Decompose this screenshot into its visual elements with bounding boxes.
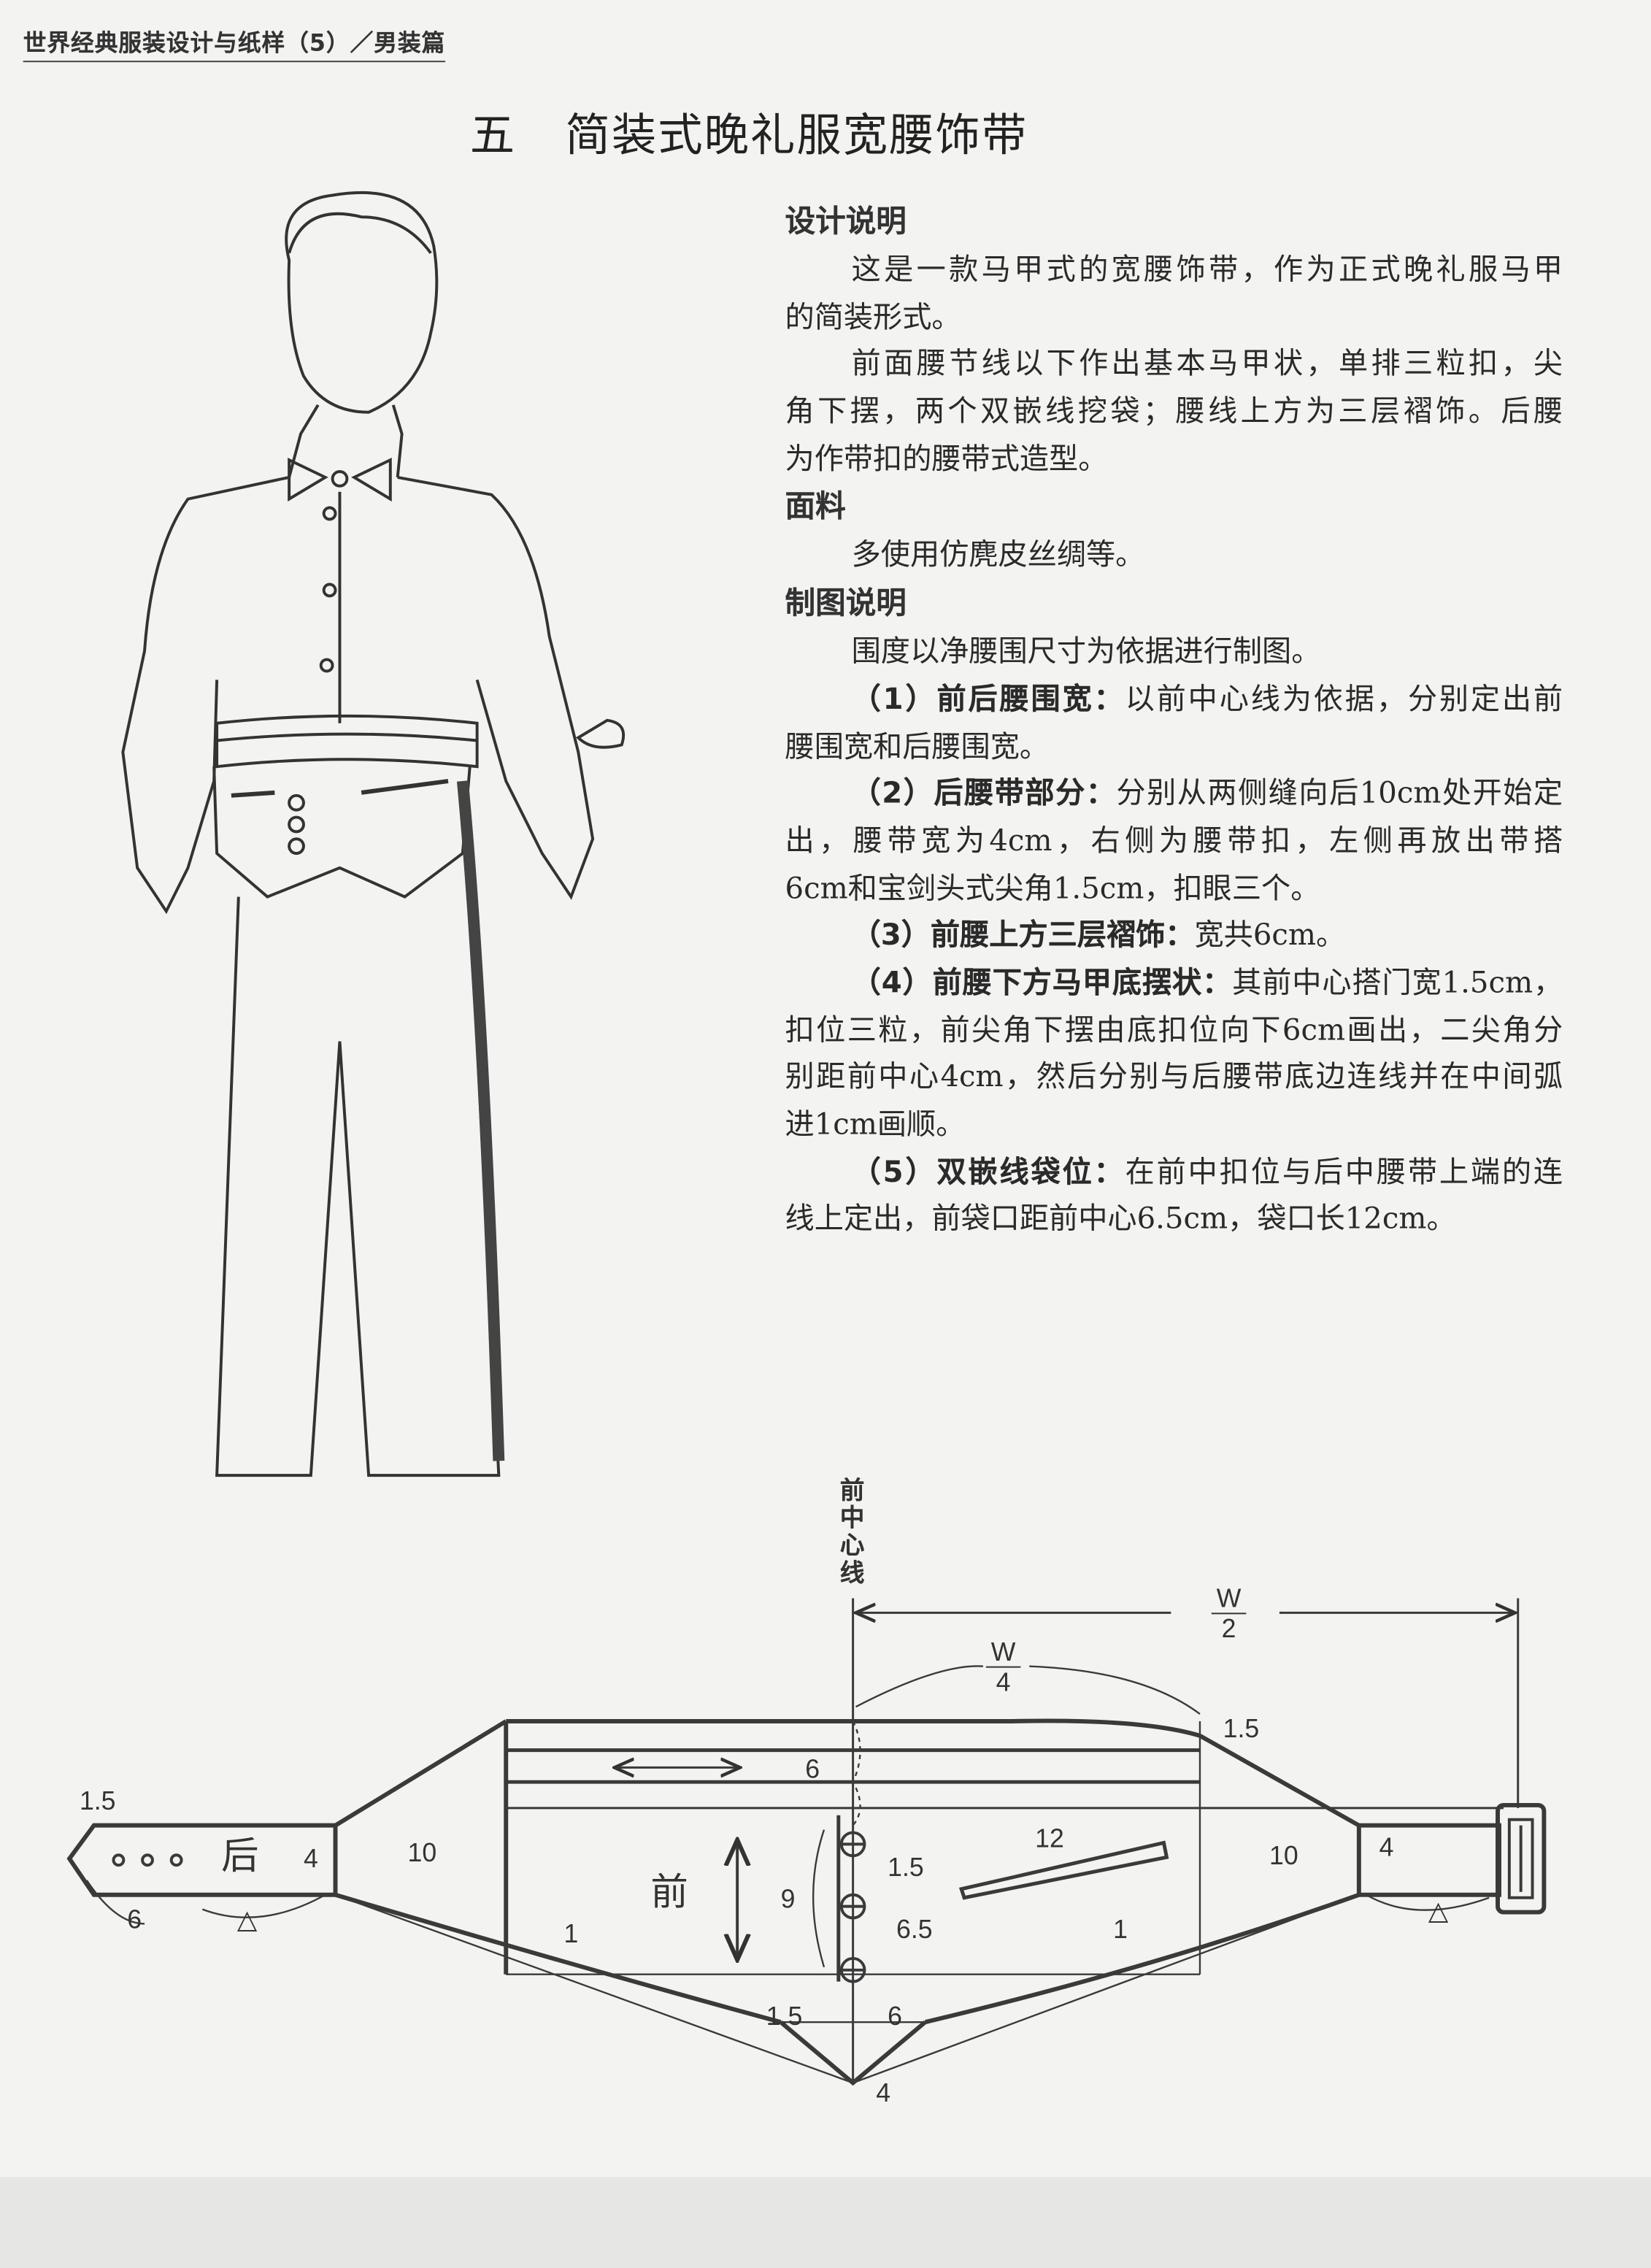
text-line: 前面腰节线以下作出基本马甲状，单排三粒扣，尖 — [851, 346, 1563, 381]
text-line: 的简装形式。 — [785, 299, 961, 334]
front-label: 前 — [650, 1872, 688, 1915]
text-line: （5）双嵌线袋位：在前中扣位与后中腰带上端的连 — [851, 1153, 1563, 1189]
delta-label: △ — [236, 1904, 258, 1934]
text-line: 为作带扣的腰带式造型。 — [785, 440, 1108, 476]
back-label: 后 — [221, 1835, 259, 1879]
dim-label: 10 — [1269, 1841, 1298, 1871]
vest-bottom — [212, 766, 472, 899]
dim-label: 6 — [888, 2002, 902, 2031]
running-header: 世界经典服装设计与纸样（5）／男装篇 — [23, 23, 446, 63]
trousers — [215, 896, 501, 1477]
heading-fabric: 面料 — [785, 489, 846, 525]
dim-label: 1.5 — [79, 1786, 116, 1815]
trouser-stripe — [456, 780, 505, 1461]
buckle-icon — [1496, 1802, 1547, 1915]
text-line: 腰围宽和后腰围宽。 — [785, 728, 1050, 764]
menswear-illustration — [121, 191, 626, 1477]
dim-label: 1.5 — [888, 1853, 924, 1882]
heading-design: 设计说明 — [785, 204, 907, 239]
button-marks — [839, 1831, 866, 1983]
text-line: 这是一款马甲式的宽腰饰带，作为正式晚礼服马甲 — [851, 251, 1563, 287]
dim-label: 9 — [780, 1884, 796, 1914]
dim-label: 4 — [1379, 1832, 1394, 1862]
text-line: 扣位三粒，前尖角下摆由底扣位向下6cm画出，二尖角分 — [785, 1012, 1563, 1047]
bow-tie-icon — [288, 457, 392, 502]
dim-label: 6 — [805, 1754, 820, 1784]
right-sleeve — [397, 475, 595, 900]
page-title: 五简装式晚礼服宽腰饰带 — [470, 99, 1028, 164]
head-outline — [285, 191, 439, 414]
left-sleeve — [121, 475, 290, 915]
dim-label: 10 — [407, 1838, 437, 1868]
band-top — [506, 1718, 1201, 1738]
text-line: 多使用仿麂皮丝绸等。 — [851, 537, 1145, 572]
scan-edge-band — [0, 2177, 1651, 2268]
dim-label: 4 — [876, 2078, 891, 2108]
text-line: 线上定出，前袋口距前中心6.5cm，袋口长12cm。 — [785, 1201, 1456, 1236]
dim-label: 1 — [563, 1919, 579, 1949]
dim-label: 1.5 — [766, 2002, 803, 2031]
dim-label: 12 — [1035, 1823, 1064, 1853]
delta-label: △ — [1428, 1896, 1449, 1926]
bow-knot — [331, 469, 349, 488]
text-line: （3）前腰上方三层褶饰：宽共6cm。 — [851, 917, 1346, 953]
text-column: 设计说明 这是一款马甲式的宽腰饰带，作为正式晚礼服马甲 的简装形式。 前面腰节线… — [785, 196, 1563, 1242]
dim-label: 6 — [127, 1904, 142, 1934]
back-belt-left — [66, 1823, 338, 1897]
text-line: 进1cm画顺。 — [785, 1106, 966, 1142]
text-line: （1）前后腰围宽：以前中心线为依据，分别定出前 — [851, 680, 1563, 716]
section-number: 五 — [469, 109, 517, 162]
dim-label: 1.5 — [1223, 1714, 1260, 1743]
front-center-label: 前中心线 — [839, 1477, 865, 1588]
text-line: 围度以净腰围尺寸为依据进行制图。 — [851, 634, 1321, 669]
welt-pocket — [958, 1840, 1169, 1900]
hand — [576, 718, 626, 749]
hair-line — [288, 212, 432, 254]
dim-label: 4 — [303, 1844, 318, 1874]
dim-label: 1 — [1113, 1915, 1128, 1945]
text-line: 别距前中心4cm，然后分别与后腰带底边连线并在中间弧 — [785, 1059, 1563, 1094]
text-line: （2）后腰带部分：分别从两侧缝向后10cm处开始定 — [851, 775, 1563, 811]
heading-drafting: 制图说明 — [785, 585, 907, 621]
text-line: 6cm和宝剑头式尖角1.5cm，扣眼三个。 — [785, 869, 1320, 905]
pleated-cummerbund — [215, 714, 479, 769]
section-title: 简装式晚礼服宽腰饰带 — [565, 109, 1028, 162]
text-line: 角下摆，两个双嵌线挖袋；腰线上方为三层褶饰。后腰 — [785, 393, 1563, 428]
text-line: 出，腰带宽为4cm，右侧为腰带扣，左侧再放出带搭 — [785, 823, 1563, 858]
dim-label: 6.5 — [896, 1915, 933, 1945]
text-line: （4）前腰下方马甲底摆状：其前中心搭门宽1.5cm， — [851, 964, 1563, 1000]
